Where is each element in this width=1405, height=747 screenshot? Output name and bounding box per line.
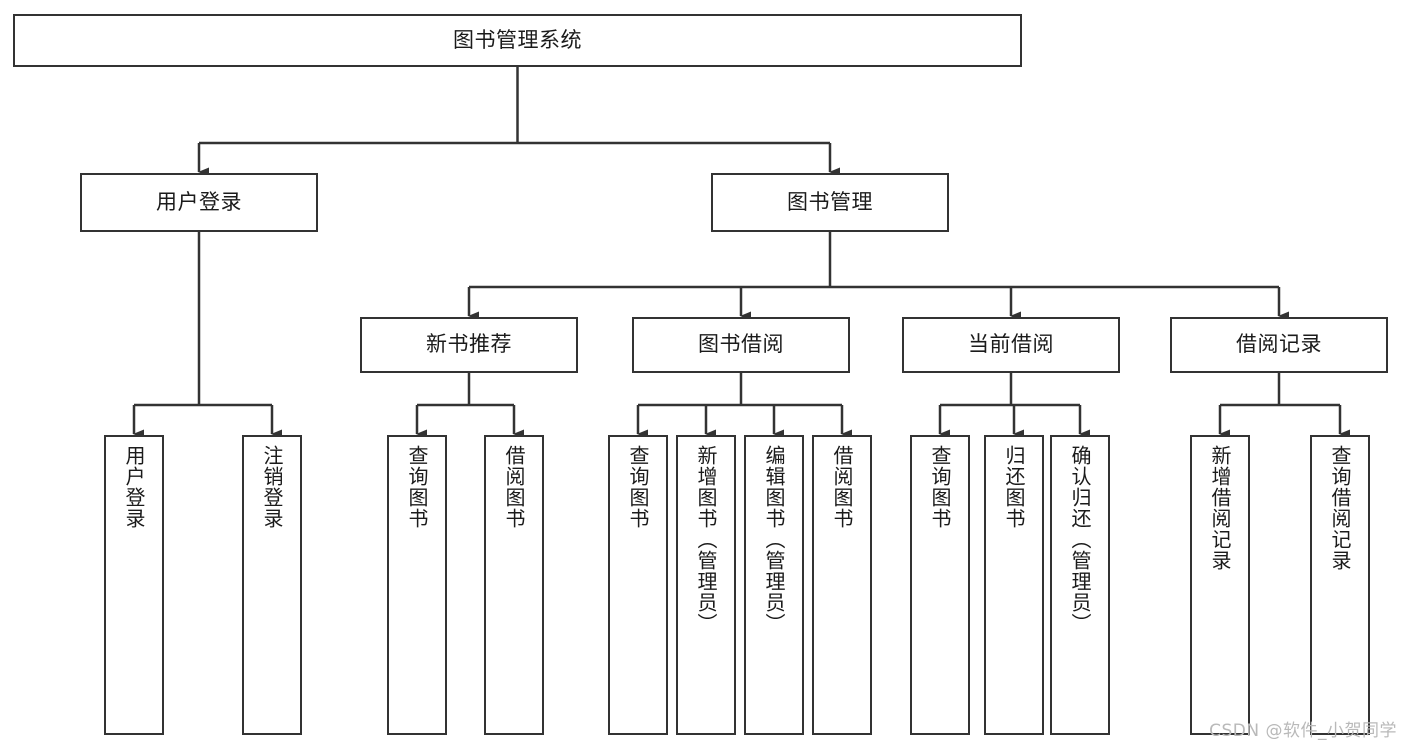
node-leaf-query-book-2[interactable]: 查询图书: [608, 435, 668, 735]
node-borrow-record[interactable]: 借阅记录: [1170, 317, 1388, 373]
node-leaf-confirm-return[interactable]: 确认归还（管理员）: [1050, 435, 1110, 735]
node-root[interactable]: 图书管理系统: [13, 14, 1022, 67]
node-label-leaf-query-book-1: 查询图书: [405, 445, 429, 529]
node-label-leaf-borrow-book-1: 借阅图书: [502, 445, 526, 529]
node-leaf-query-record[interactable]: 查询借阅记录: [1310, 435, 1370, 735]
node-label-leaf-user-logout: 注销登录: [260, 445, 284, 529]
node-label-leaf-query-record: 查询借阅记录: [1328, 445, 1352, 571]
node-leaf-add-record[interactable]: 新增借阅记录: [1190, 435, 1250, 735]
node-current-borrow[interactable]: 当前借阅: [902, 317, 1120, 373]
node-label-book-manage: 图书管理: [787, 189, 873, 214]
node-label-user-login: 用户登录: [156, 189, 242, 214]
edge-group: [132, 67, 1350, 439]
node-leaf-query-book-1[interactable]: 查询图书: [387, 435, 447, 735]
node-leaf-user-login[interactable]: 用户登录: [104, 435, 164, 735]
node-label-leaf-edit-book: 编辑图书（管理员）: [762, 445, 786, 634]
node-leaf-user-logout[interactable]: 注销登录: [242, 435, 302, 735]
node-label-root: 图书管理系统: [453, 27, 582, 52]
node-user-login[interactable]: 用户登录: [80, 173, 318, 232]
node-book-manage[interactable]: 图书管理: [711, 173, 949, 232]
node-label-leaf-return-book: 归还图书: [1002, 445, 1026, 529]
node-label-leaf-borrow-book-2: 借阅图书: [830, 445, 854, 529]
node-leaf-edit-book[interactable]: 编辑图书（管理员）: [744, 435, 804, 735]
node-new-book-recommend[interactable]: 新书推荐: [360, 317, 578, 373]
node-label-book-borrow: 图书借阅: [698, 332, 784, 357]
node-label-leaf-add-record: 新增借阅记录: [1208, 445, 1232, 571]
node-leaf-borrow-book-1[interactable]: 借阅图书: [484, 435, 544, 735]
node-leaf-return-book[interactable]: 归还图书: [984, 435, 1044, 735]
node-leaf-borrow-book-2[interactable]: 借阅图书: [812, 435, 872, 735]
node-leaf-query-book-3[interactable]: 查询图书: [910, 435, 970, 735]
csdn-watermark: CSDN @软件_小贺同学: [1209, 721, 1397, 741]
node-label-borrow-record: 借阅记录: [1236, 332, 1322, 357]
node-label-leaf-query-book-2: 查询图书: [626, 445, 650, 529]
node-label-current-borrow: 当前借阅: [968, 332, 1054, 357]
node-label-leaf-query-book-3: 查询图书: [928, 445, 952, 529]
node-leaf-add-book[interactable]: 新增图书（管理员）: [676, 435, 736, 735]
node-label-new-book-recommend: 新书推荐: [426, 332, 512, 357]
node-label-leaf-add-book: 新增图书（管理员）: [694, 445, 718, 634]
node-label-leaf-user-login: 用户登录: [122, 445, 146, 529]
node-book-borrow[interactable]: 图书借阅: [632, 317, 850, 373]
node-label-leaf-confirm-return: 确认归还（管理员）: [1068, 445, 1092, 634]
